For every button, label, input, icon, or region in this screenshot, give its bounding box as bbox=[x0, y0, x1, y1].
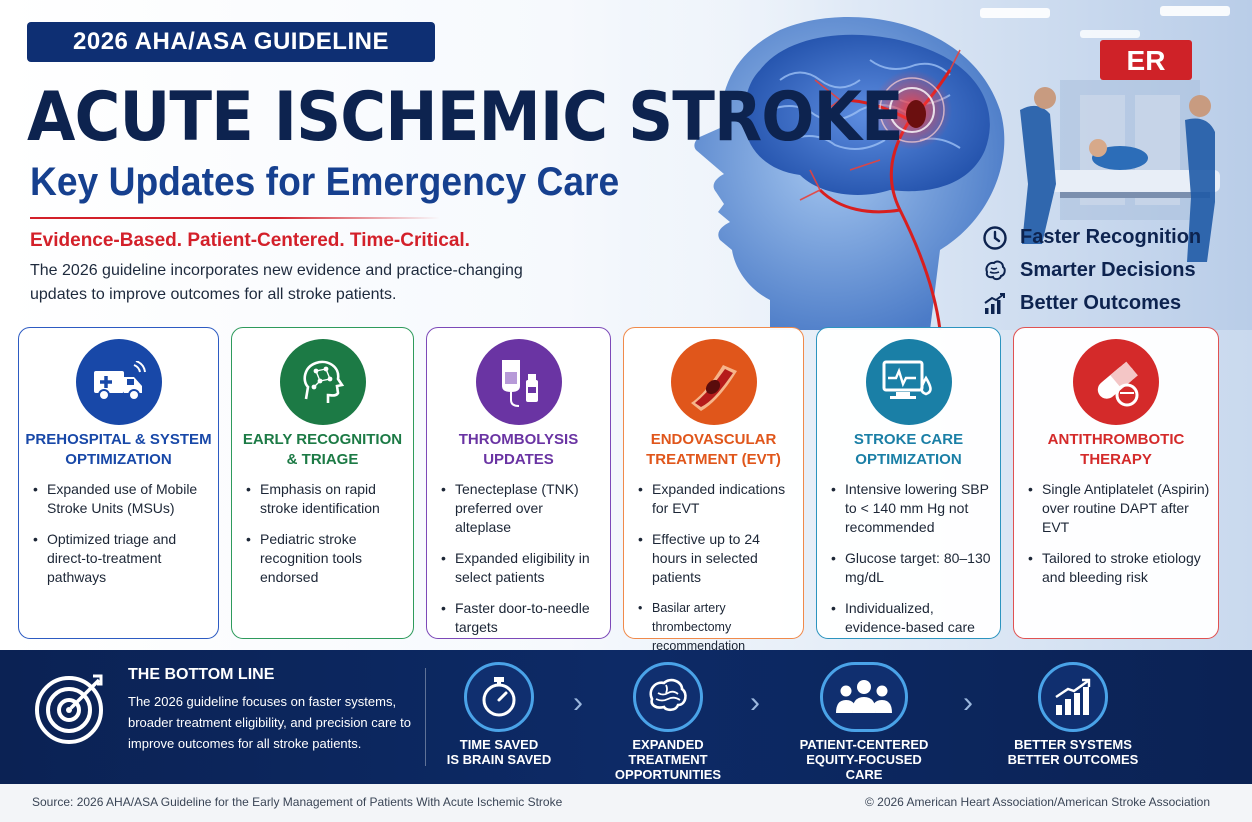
list-item: Expanded use of Mobile Stroke Units (MSU… bbox=[33, 480, 210, 518]
bottom-line-banner: THE BOTTOM LINE The 2026 guideline focus… bbox=[0, 650, 1252, 784]
card-title: ENDOVASCULAR TREATMENT (EVT) bbox=[646, 431, 781, 468]
target-icon bbox=[33, 670, 111, 753]
rising-chart-icon bbox=[982, 291, 1008, 317]
benefit-label: Better Outcomes bbox=[1020, 292, 1182, 314]
monitor-drop-icon bbox=[865, 339, 952, 425]
list-item: Basilar artery thrombectomy recommendati… bbox=[638, 599, 795, 656]
bar-chart-icon bbox=[1038, 662, 1108, 732]
list-item: Individualized, evidence-based care bbox=[831, 599, 992, 637]
card-bullets: Emphasis on rapid stroke identification … bbox=[246, 480, 405, 599]
iv-bag-icon bbox=[475, 339, 562, 425]
benefit-label: Smarter Decisions bbox=[1020, 259, 1196, 281]
card-title: ANTITHROMBOTIC THERAPY bbox=[1047, 431, 1185, 468]
card-bullets: Expanded use of Mobile Stroke Units (MSU… bbox=[33, 480, 210, 599]
chevron-right-icon: › bbox=[573, 686, 583, 719]
benefit-item: Better Outcomes bbox=[982, 287, 1232, 320]
chevron-right-icon: › bbox=[963, 686, 973, 719]
card-title: PREHOSPITAL & SYSTEM OPTIMIZATION bbox=[25, 431, 212, 468]
bottom-line-title: THE BOTTOM LINE bbox=[128, 666, 275, 683]
head-brain-er-scene: ER bbox=[640, 0, 1252, 330]
benefits-list: Faster Recognition Smarter Decisions Bet… bbox=[982, 221, 1232, 320]
pill-icon bbox=[1073, 339, 1159, 425]
card-early-recognition: EARLY RECOGNITION & TRIAGE Emphasis on r… bbox=[231, 327, 414, 639]
copyright: © 2026 American Heart Association/Americ… bbox=[864, 795, 1210, 809]
banner-divider bbox=[425, 668, 426, 766]
clock-icon bbox=[982, 225, 1008, 251]
benefit-item: Faster Recognition bbox=[982, 221, 1232, 254]
brain-network-icon bbox=[279, 339, 366, 425]
page-subtitle: Key Updates for Emergency Care bbox=[30, 160, 620, 204]
benefit-item: Smarter Decisions bbox=[982, 254, 1232, 287]
list-item: Expanded indications for EVT bbox=[638, 480, 795, 518]
card-title: STROKE CARE OPTIMIZATION bbox=[853, 431, 964, 468]
card-bullets: Expanded indications for EVT Effective u… bbox=[638, 480, 795, 668]
source-citation: Source: 2026 AHA/ASA Guideline for the E… bbox=[32, 795, 563, 809]
list-item: Faster door-to-needle targets bbox=[441, 599, 602, 637]
benefit-label: Faster Recognition bbox=[1020, 226, 1202, 248]
list-item: Intensive lowering SBP to < 140 mm Hg no… bbox=[831, 480, 992, 537]
tagline: Evidence-Based. Patient-Centered. Time-C… bbox=[30, 230, 470, 251]
card-bullets: Tenecteplase (TNK) preferred over altepl… bbox=[441, 480, 602, 649]
ambulance-icon bbox=[75, 339, 162, 425]
brain-icon bbox=[633, 662, 703, 732]
list-item: Emphasis on rapid stroke identification bbox=[246, 480, 405, 518]
er-sign-text: ER bbox=[1127, 45, 1166, 76]
list-item: Effective up to 24 hours in selected pat… bbox=[638, 530, 795, 587]
card-antithrombotic: ANTITHROMBOTIC THERAPY Single Antiplatel… bbox=[1013, 327, 1219, 639]
card-evt: ENDOVASCULAR TREATMENT (EVT) Expanded in… bbox=[623, 327, 804, 653]
bottom-line-text: The 2026 guideline focuses on faster sys… bbox=[128, 694, 412, 751]
footer: Source: 2026 AHA/ASA Guideline for the E… bbox=[0, 784, 1252, 822]
card-title: THROMBOLYSIS UPDATES bbox=[458, 431, 579, 468]
list-item: Pediatric stroke recognition tools endor… bbox=[246, 530, 405, 587]
artery-clot-icon bbox=[670, 339, 757, 425]
card-thrombolysis: THROMBOLYSIS UPDATES Tenecteplase (TNK) … bbox=[426, 327, 611, 639]
stopwatch-icon bbox=[464, 662, 534, 732]
guideline-badge: 2026 AHA/ASA GUIDELINE bbox=[27, 22, 435, 62]
list-item: Glucose target: 80–130 mg/dL bbox=[831, 549, 992, 587]
list-item: Tenecteplase (TNK) preferred over altepl… bbox=[441, 480, 602, 537]
intro-text: The 2026 guideline incorporates new evid… bbox=[30, 262, 523, 303]
card-title: EARLY RECOGNITION & TRIAGE bbox=[242, 431, 403, 468]
list-item: Tailored to stroke etiology and bleeding… bbox=[1028, 549, 1210, 587]
list-item: Expanded eligibility in select patients bbox=[441, 549, 602, 587]
title-divider bbox=[30, 217, 440, 219]
list-item: Single Antiplatelet (Aspirin) over routi… bbox=[1028, 480, 1210, 537]
page-title: ACUTE ISCHEMIC STROKE bbox=[27, 78, 904, 157]
card-bullets: Single Antiplatelet (Aspirin) over routi… bbox=[1028, 480, 1210, 599]
chevron-right-icon: › bbox=[750, 686, 760, 719]
list-item: Optimized triage and direct-to-treatment… bbox=[33, 530, 210, 587]
card-bullets: Intensive lowering SBP to < 140 mm Hg no… bbox=[831, 480, 992, 649]
brain-icon bbox=[982, 258, 1008, 284]
hero-illustration: ER bbox=[640, 0, 1252, 330]
card-stroke-care: STROKE CARE OPTIMIZATION Intensive lower… bbox=[816, 327, 1001, 639]
people-icon bbox=[820, 662, 908, 732]
er-sign bbox=[1100, 40, 1192, 80]
card-prehospital: PREHOSPITAL & SYSTEM OPTIMIZATION Expand… bbox=[18, 327, 219, 639]
